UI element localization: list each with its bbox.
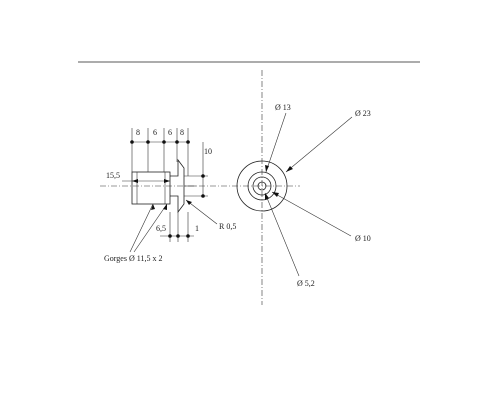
d10-leader: [271, 191, 352, 237]
d23-leader: [285, 116, 353, 173]
length-dim-label: 15,5: [106, 171, 120, 180]
dim-dot: [201, 174, 205, 178]
groove-leader-1: [129, 203, 154, 253]
top-dim-label-2: 6: [153, 128, 157, 137]
d13-label: Ø 13: [275, 103, 291, 112]
d23-label: Ø 23: [355, 109, 371, 118]
d13-leader: [265, 112, 287, 173]
dim-dot: [162, 140, 166, 144]
dim-dot: [201, 194, 205, 198]
arrow-head: [265, 165, 269, 172]
d10-label: Ø 10: [355, 234, 371, 243]
groove-leader-2: [133, 203, 168, 253]
front-view: Ø 13 Ø 23 Ø 10 Ø 5,2: [236, 103, 371, 288]
dim-dot: [186, 234, 190, 238]
dim-dot: [186, 140, 190, 144]
side-view: 8 6 6 8 10 15,5 6,5 1 R 0,5 G: [104, 128, 236, 263]
circle-d10: [252, 176, 272, 196]
arrow-head: [132, 179, 138, 183]
top-dim-label-3: 6: [168, 128, 172, 137]
dim-dot: [146, 140, 150, 144]
circle-d23: [236, 160, 288, 212]
arrow-head: [151, 204, 155, 210]
arrow-head: [186, 200, 192, 205]
top-dim-label-1: 8: [136, 128, 140, 137]
side-view-body: [131, 171, 171, 205]
arrow-head: [286, 166, 293, 172]
radius-leader: [185, 199, 218, 225]
grooves-label: Gorges Ø 11,5 x 2: [104, 254, 162, 263]
d5-2-label: Ø 5,2: [297, 279, 315, 288]
arrow-head: [272, 192, 279, 197]
arrow-head: [163, 204, 167, 210]
dim-dot: [130, 140, 134, 144]
circle-d5-2: [257, 181, 267, 191]
dim-dot: [176, 234, 180, 238]
dim-dot: [168, 234, 172, 238]
circle-d13: [247, 171, 277, 201]
arrow-head: [265, 193, 269, 200]
bottom-dim-label-2: 1: [195, 224, 199, 233]
height-dim-label: 10: [204, 147, 212, 156]
bottom-dim-label-1: 6,5: [156, 224, 166, 233]
arrow-head: [164, 179, 170, 183]
top-dim-label-4: 8: [180, 128, 184, 137]
d5-2-leader: [264, 192, 300, 277]
radius-label: R 0,5: [219, 222, 236, 231]
dim-dot: [175, 140, 179, 144]
